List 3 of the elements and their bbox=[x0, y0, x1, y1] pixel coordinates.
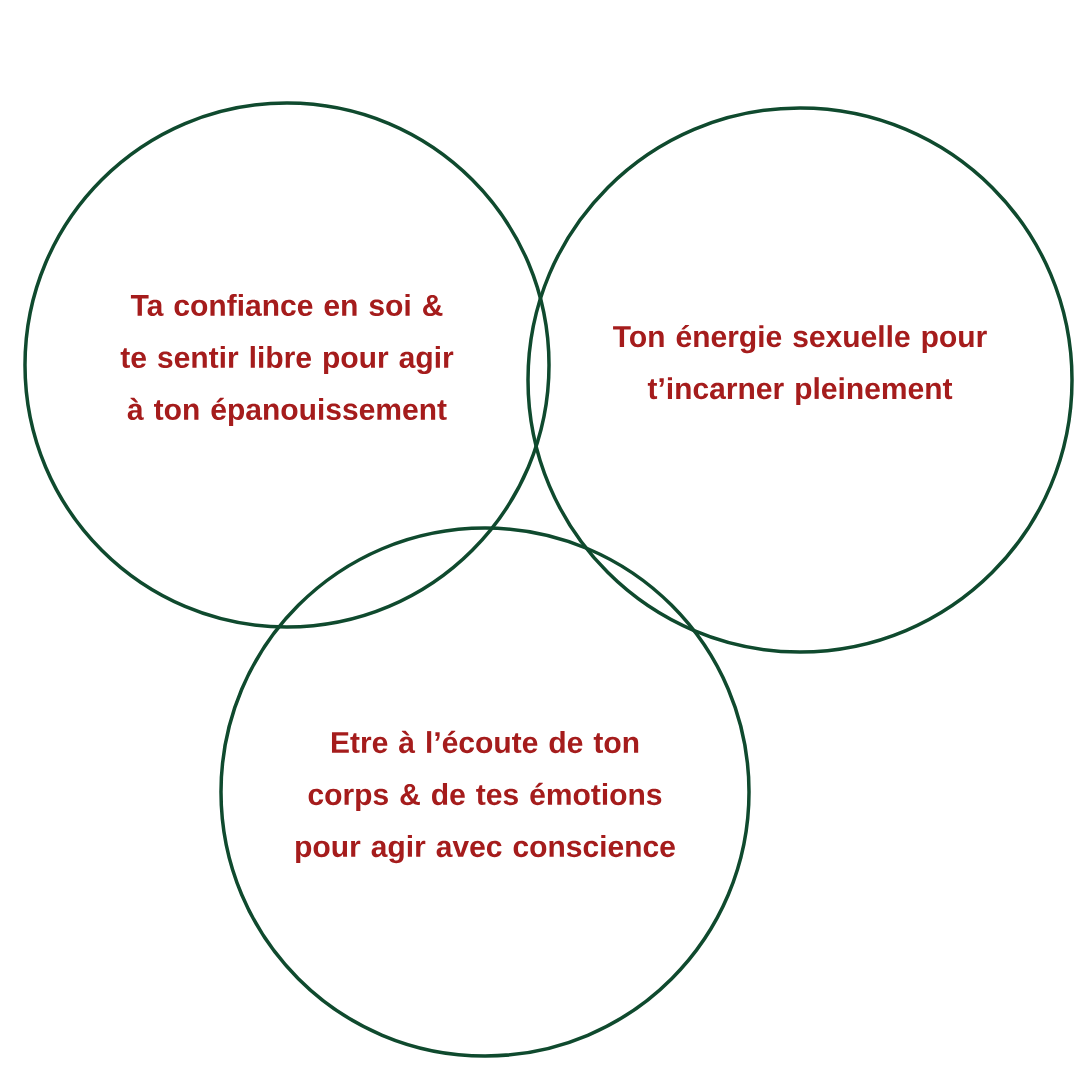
circle-label: Ta confiance en soi & te sentir libre pour agir à ton épanouissement bbox=[120, 294, 454, 426]
circle-label: Etre à l’écoute de ton corps & de tes émotions pour agir avec conscience bbox=[296, 730, 675, 864]
circle-label: Ton énergie sexuelle pour t’incarner pleinement bbox=[613, 324, 987, 406]
